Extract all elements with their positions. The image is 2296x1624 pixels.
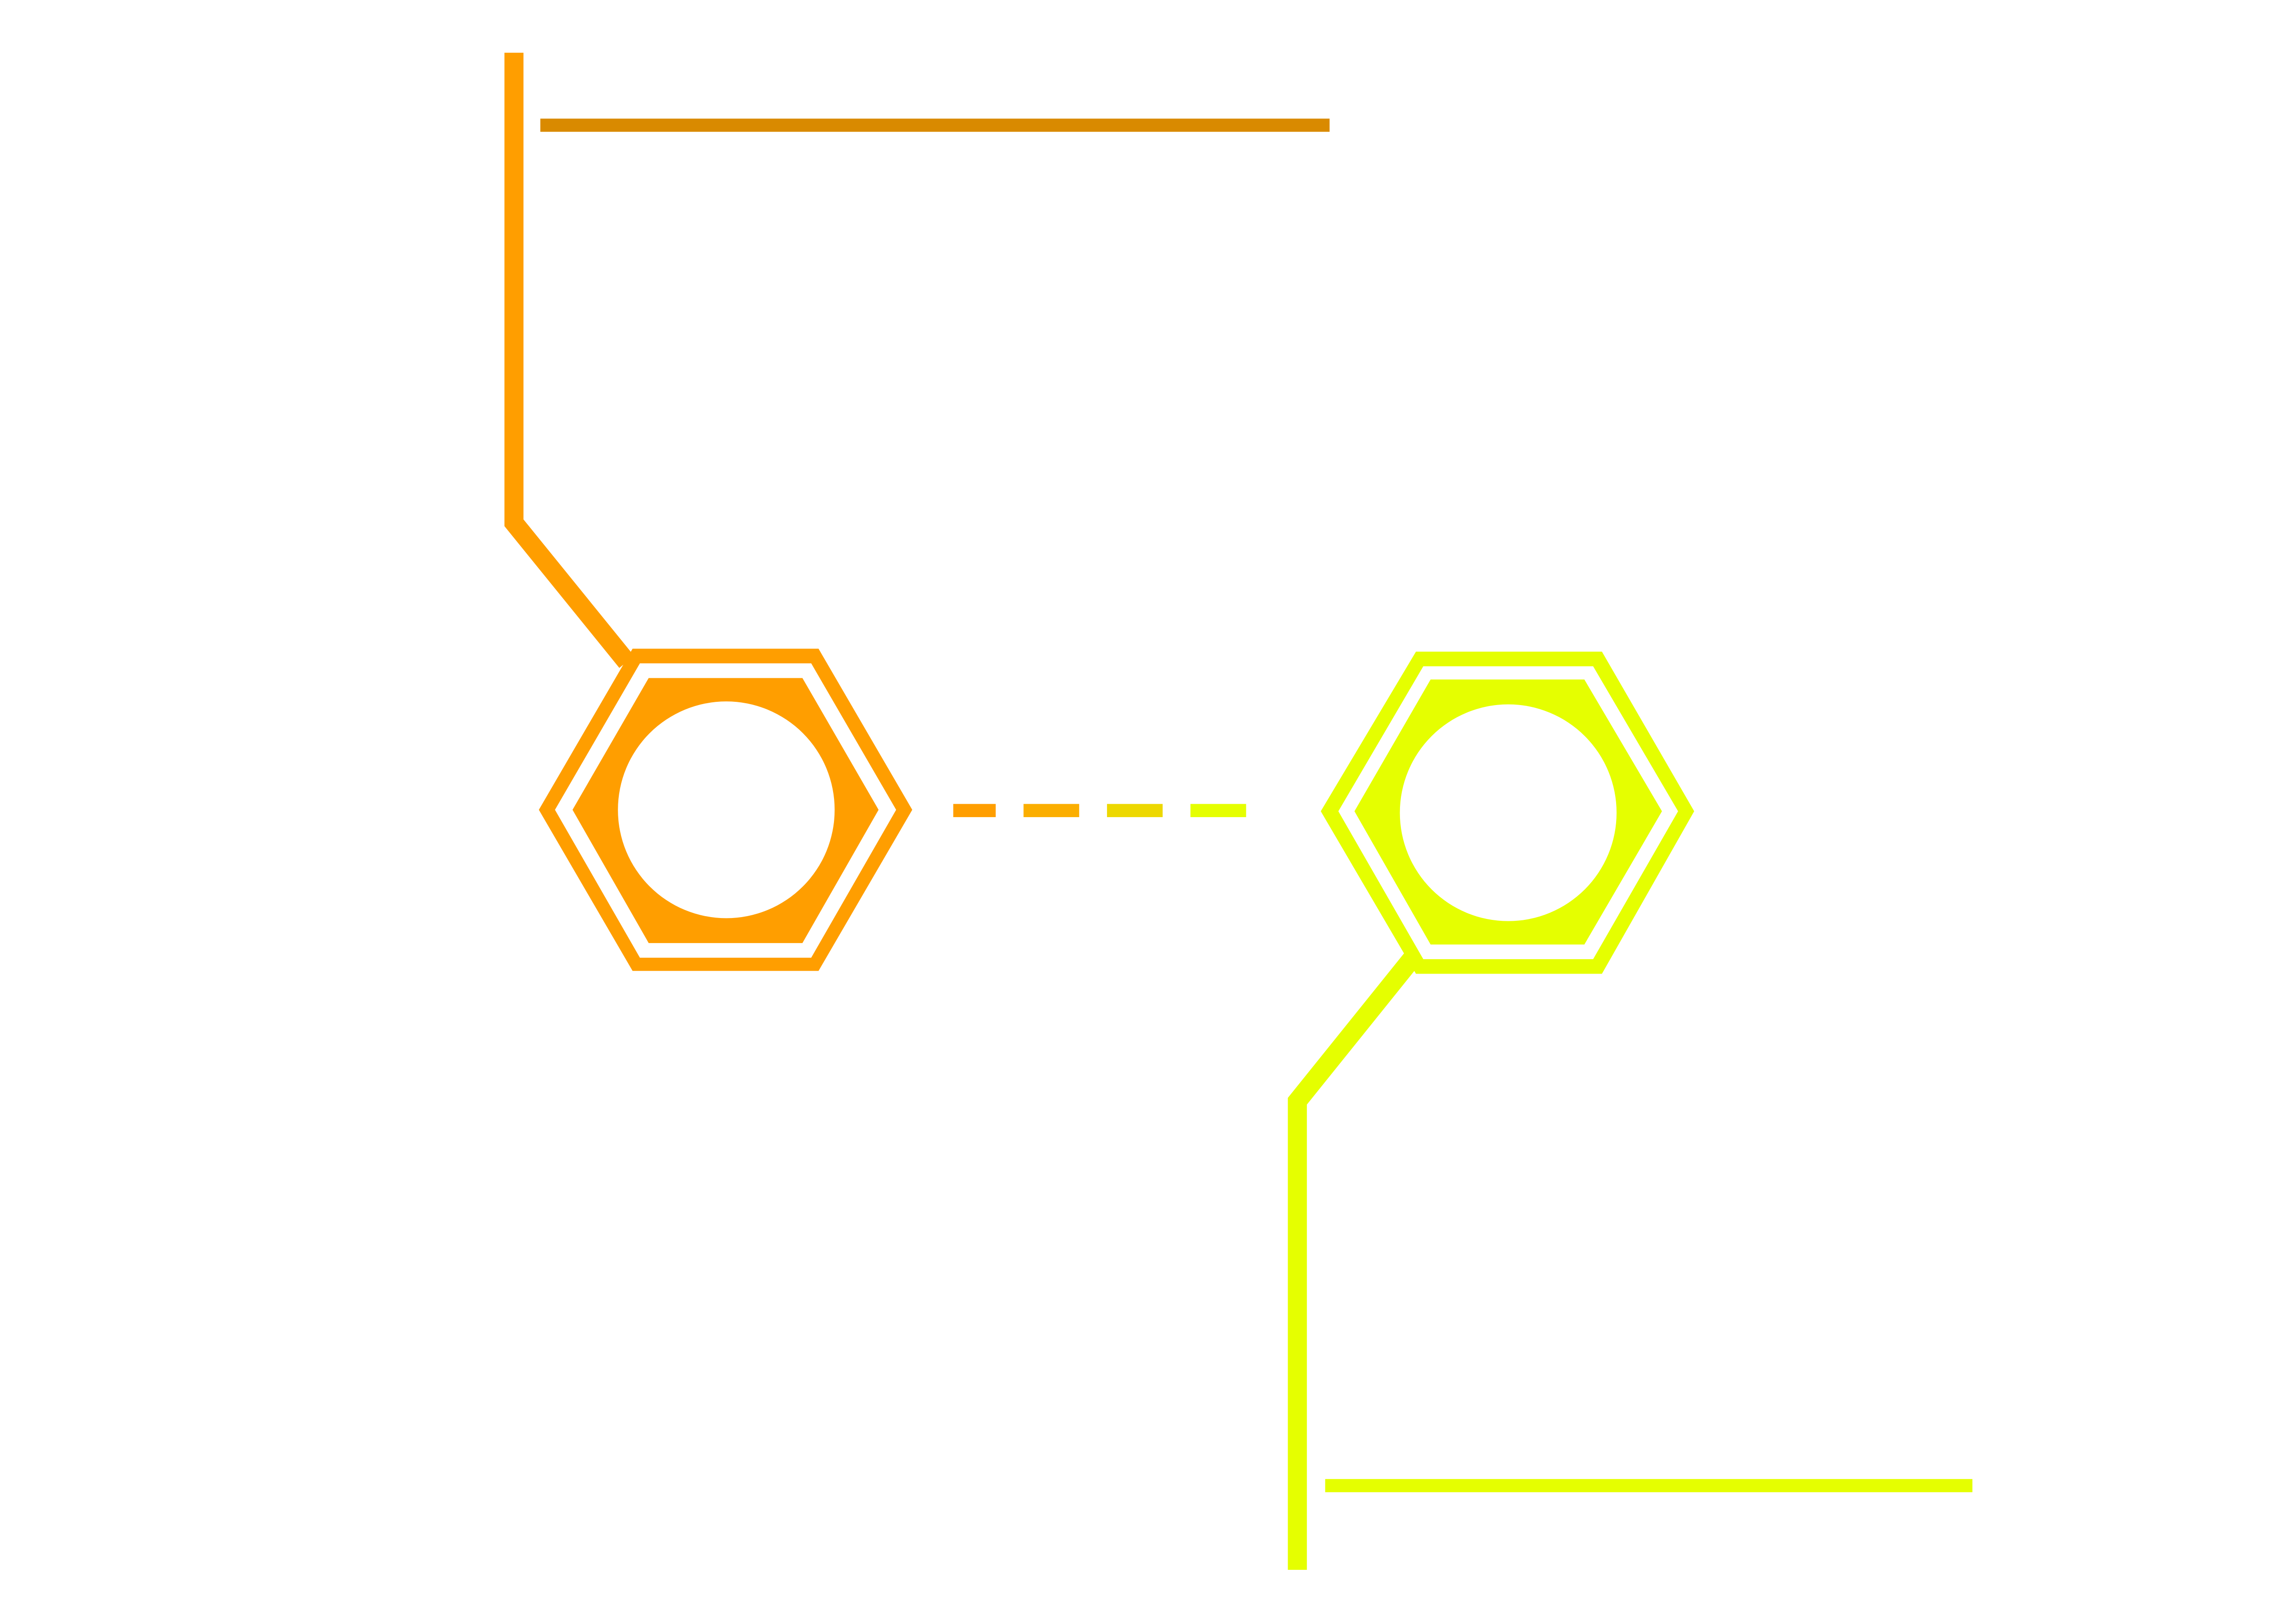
bottom-horizontal-bar — [1325, 1479, 1972, 1493]
dash-segment — [1023, 804, 1079, 818]
dash-segment — [953, 804, 996, 818]
right-connector-path — [1288, 953, 1419, 1570]
left-ring-group — [504, 52, 1330, 971]
dashed-link — [953, 804, 1246, 818]
right-ring-hole — [1400, 704, 1617, 921]
dash-segment — [1190, 804, 1246, 818]
right-ring-group — [1288, 651, 1972, 1570]
left-connector-path — [504, 52, 635, 668]
left-ring-hole — [618, 701, 835, 918]
dash-segment — [1107, 804, 1163, 818]
top-horizontal-bar — [540, 119, 1330, 132]
